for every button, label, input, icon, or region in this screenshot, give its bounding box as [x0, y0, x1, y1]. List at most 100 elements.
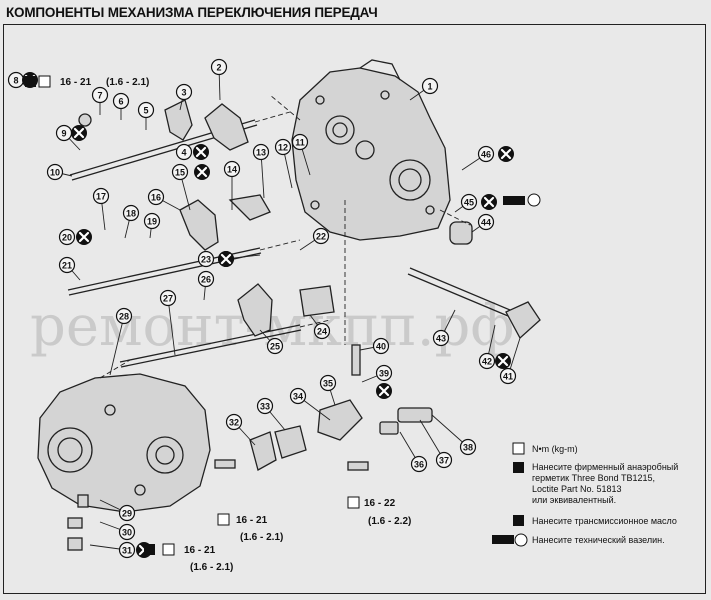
svg-text:16 - 21: 16 - 21	[60, 77, 92, 88]
bracket-41	[505, 301, 541, 340]
callout-33: 33	[256, 397, 274, 415]
replace-icon	[218, 251, 234, 267]
svg-text:24: 24	[317, 327, 327, 337]
svg-text:11: 11	[295, 138, 305, 148]
bolts	[67, 113, 369, 551]
svg-text:Нанесите технический вазелин.: Нанесите технический вазелин.	[532, 535, 665, 545]
replace-icon	[194, 164, 210, 180]
svg-text:10: 10	[50, 168, 60, 178]
vaseline-symbol-45	[503, 193, 541, 207]
callout-11: 11	[291, 133, 309, 151]
svg-text:35: 35	[323, 379, 333, 389]
callout-22: 22	[312, 227, 330, 245]
callout-30: 30	[118, 523, 136, 541]
svg-text:или эквивалентный.: или эквивалентный.	[532, 495, 616, 505]
callout-34: 34	[289, 387, 307, 405]
callout-36: 36	[410, 455, 428, 473]
grease-icon	[492, 535, 514, 544]
svg-text:14: 14	[227, 165, 237, 175]
fork-2	[204, 103, 249, 151]
svg-text:19: 19	[147, 217, 157, 227]
bolt-35	[347, 461, 369, 471]
svg-text:41: 41	[503, 372, 513, 382]
callout-42: 42	[478, 352, 496, 370]
svg-text:27: 27	[163, 294, 173, 304]
callout-26: 26	[197, 270, 215, 288]
svg-text:(1.6 - 2.1): (1.6 - 2.1)	[240, 532, 283, 543]
callout-39: 39	[375, 364, 393, 382]
bracket-24b	[299, 285, 335, 317]
torque-icon	[512, 442, 525, 455]
svg-text:40: 40	[376, 342, 386, 352]
svg-text:18: 18	[126, 209, 136, 219]
svg-text:(1.6 - 2.1): (1.6 - 2.1)	[190, 562, 233, 573]
vaseline-icon	[514, 533, 528, 547]
callout-18: 18	[122, 204, 140, 222]
svg-text:34: 34	[293, 392, 303, 402]
oil-icon	[513, 515, 524, 526]
svg-text:13: 13	[256, 148, 266, 158]
replace-icon	[376, 383, 392, 399]
svg-text:25: 25	[270, 342, 280, 352]
svg-text:N•m (kg-m): N•m (kg-m)	[532, 444, 578, 454]
plug-7	[78, 113, 92, 127]
callout-35: 35	[319, 374, 337, 392]
callout-46: 46	[477, 145, 495, 163]
svg-text:12: 12	[278, 143, 288, 153]
svg-text:16: 16	[151, 193, 161, 203]
torque-label-35: 16 - 22 (1.6 - 2.2)	[347, 496, 411, 527]
svg-text:22: 22	[316, 232, 326, 242]
callout-1: 1	[421, 77, 439, 95]
lever-32	[249, 431, 277, 471]
bolt-30	[67, 517, 83, 529]
callout-21: 21	[58, 256, 76, 274]
svg-text:6: 6	[118, 97, 123, 107]
lever-34	[317, 399, 363, 441]
callout-8: 8	[7, 71, 25, 89]
svg-text:26: 26	[201, 275, 211, 285]
clutch-housing	[37, 373, 211, 513]
svg-text:16 - 21: 16 - 21	[184, 545, 216, 556]
callout-38: 38	[459, 438, 477, 456]
guide-lines	[99, 94, 471, 379]
replace-icon	[481, 194, 497, 210]
svg-text:Нанесите трансмиссионное масло: Нанесите трансмиссионное масло	[532, 516, 677, 526]
callout-3: 3	[175, 83, 193, 101]
sealant-icon	[513, 462, 524, 473]
svg-text:3: 3	[181, 88, 186, 98]
callout-13: 13	[252, 143, 270, 161]
replace-icon	[498, 146, 514, 162]
svg-text:23: 23	[201, 255, 211, 265]
svg-text:(1.6 - 2.1): (1.6 - 2.1)	[106, 77, 149, 88]
replace-icon	[76, 229, 92, 245]
callout-44: 44	[477, 213, 495, 231]
callout-23: 23	[197, 250, 215, 268]
callout-5: 5	[137, 101, 155, 119]
bracket-13	[228, 194, 271, 221]
svg-text:28: 28	[119, 312, 129, 322]
callout-43: 43	[432, 329, 450, 347]
callout-27: 27	[159, 289, 177, 307]
svg-text:герметик Three Bond TB1215,: герметик Three Bond TB1215,	[532, 473, 655, 483]
bushing-44	[449, 221, 473, 245]
replace-icon	[71, 125, 87, 141]
svg-text:43: 43	[436, 334, 446, 344]
plunger-38	[397, 407, 433, 423]
callout-7: 7	[91, 86, 109, 104]
callout-25: 25	[266, 337, 284, 355]
svg-text:36: 36	[414, 460, 424, 470]
svg-text:30: 30	[122, 528, 132, 538]
fork-24	[237, 283, 273, 337]
svg-text:1: 1	[427, 82, 432, 92]
spring-36	[379, 421, 399, 435]
svg-text:37: 37	[439, 456, 449, 466]
callout-2: 2	[210, 58, 228, 76]
svg-text:39: 39	[379, 369, 389, 379]
callout-12: 12	[274, 138, 292, 156]
callout-19: 19	[143, 212, 161, 230]
callout-14: 14	[223, 160, 241, 178]
svg-text:15: 15	[175, 168, 185, 178]
torque-label-31: 16 - 21 (1.6 - 2.1)	[144, 543, 233, 573]
pin-40	[351, 344, 361, 376]
